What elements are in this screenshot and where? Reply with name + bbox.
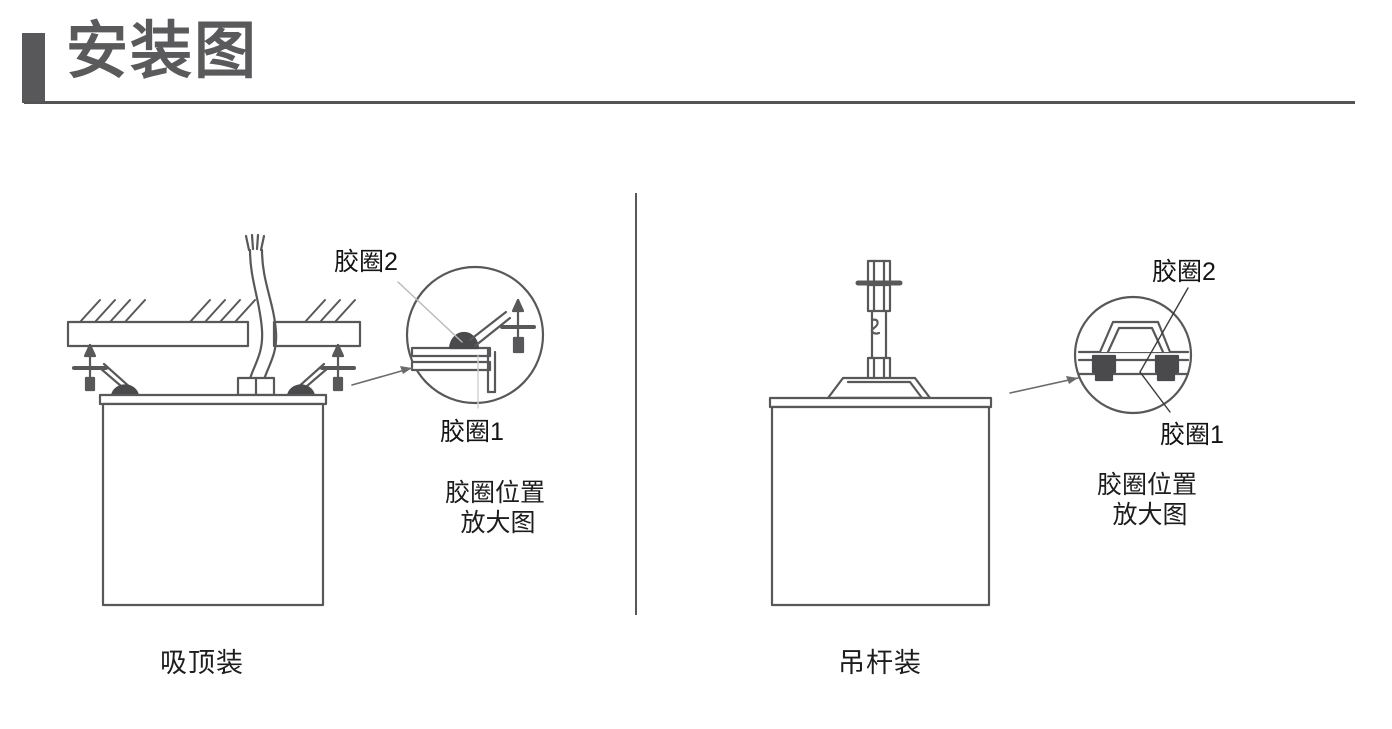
page-title: 安装图 xyxy=(66,17,259,86)
detail-screw-left xyxy=(468,310,512,348)
rod-nut-base xyxy=(866,382,892,400)
detail-circle-right xyxy=(1073,295,1193,415)
detail-fixture-plate-right xyxy=(1077,350,1190,376)
detail-gasket-lower-right xyxy=(1156,370,1176,382)
fastening-screw-right xyxy=(294,362,330,394)
detail-fixture-plate-left xyxy=(410,346,497,394)
rod-nut-lower xyxy=(866,356,892,386)
rubber-gasket-left xyxy=(110,384,140,398)
title-accent-bar xyxy=(22,33,45,103)
rod-nut-upper-bottom xyxy=(866,283,892,313)
detail-gasket-lower-left xyxy=(1094,370,1114,382)
rod-mount-assembly xyxy=(768,259,993,607)
ceiling-mount-assembly xyxy=(66,233,362,607)
label-rubber-ring-2-right: 胶圈2 xyxy=(1152,258,1216,286)
panel-divider xyxy=(635,193,637,615)
mounting-bracket xyxy=(826,376,932,400)
detail-view-caption-left: 胶圈位置 放大图 xyxy=(410,478,580,538)
ceiling-slab-left xyxy=(66,320,250,348)
fixture-body-right xyxy=(770,405,991,607)
fastening-screw-left xyxy=(98,362,134,394)
ceiling-hatch-left xyxy=(79,299,146,323)
label-rubber-ring-2-left: 胶圈2 xyxy=(334,248,398,276)
label-rubber-ring-1-left: 胶圈1 xyxy=(440,418,504,446)
detail-gasket-left xyxy=(448,332,480,350)
leader-ring2-left xyxy=(397,281,463,343)
suspension-rod xyxy=(870,262,888,400)
ceiling-hatch-right xyxy=(304,299,356,323)
anchor-screw-right xyxy=(320,343,356,392)
label-rubber-ring-1-right: 胶圈1 xyxy=(1160,421,1224,449)
detail-gasket-foot-right xyxy=(1154,354,1180,374)
detail-caption-line-1: 胶圈位置 xyxy=(444,479,545,507)
leader-ring1-right xyxy=(1139,371,1171,413)
detail-gasket-foot-left xyxy=(1091,354,1117,374)
rod-nut-upper-top xyxy=(866,259,892,287)
leader-ring2-right xyxy=(1139,287,1189,373)
rubber-gasket-right xyxy=(286,384,316,398)
panel-caption-ceiling-mount: 吸顶装 xyxy=(160,648,244,678)
fixture-rim-plate xyxy=(98,393,328,406)
fixture-body xyxy=(101,402,325,607)
cable-entry-block xyxy=(236,376,276,397)
panel-caption-rod-mount: 吊杆装 xyxy=(838,648,922,678)
detail-bracket-right xyxy=(1098,320,1172,354)
ceiling-hatch-mid xyxy=(189,299,256,323)
detail-view-caption-right: 胶圈位置 放大图 xyxy=(1062,470,1232,530)
rod-break-symbol xyxy=(870,318,881,335)
header-divider-rule xyxy=(24,101,1355,104)
leader-line-right xyxy=(1009,376,1079,394)
anchor-screw-left xyxy=(72,343,108,392)
detail-caption-line-2: 放大图 xyxy=(460,509,536,537)
detail-circle-left xyxy=(405,265,545,405)
detail-caption-line-1: 胶圈位置 xyxy=(1096,471,1197,499)
detail-anchor-left xyxy=(500,298,536,354)
fixture-rim-plate-right xyxy=(768,396,993,409)
ceiling-slab-right xyxy=(272,320,362,348)
power-cable xyxy=(244,233,278,394)
leader-line-left xyxy=(351,366,413,386)
detail-caption-line-2: 放大图 xyxy=(1112,501,1188,529)
page-header: 安装图 xyxy=(0,0,1392,120)
